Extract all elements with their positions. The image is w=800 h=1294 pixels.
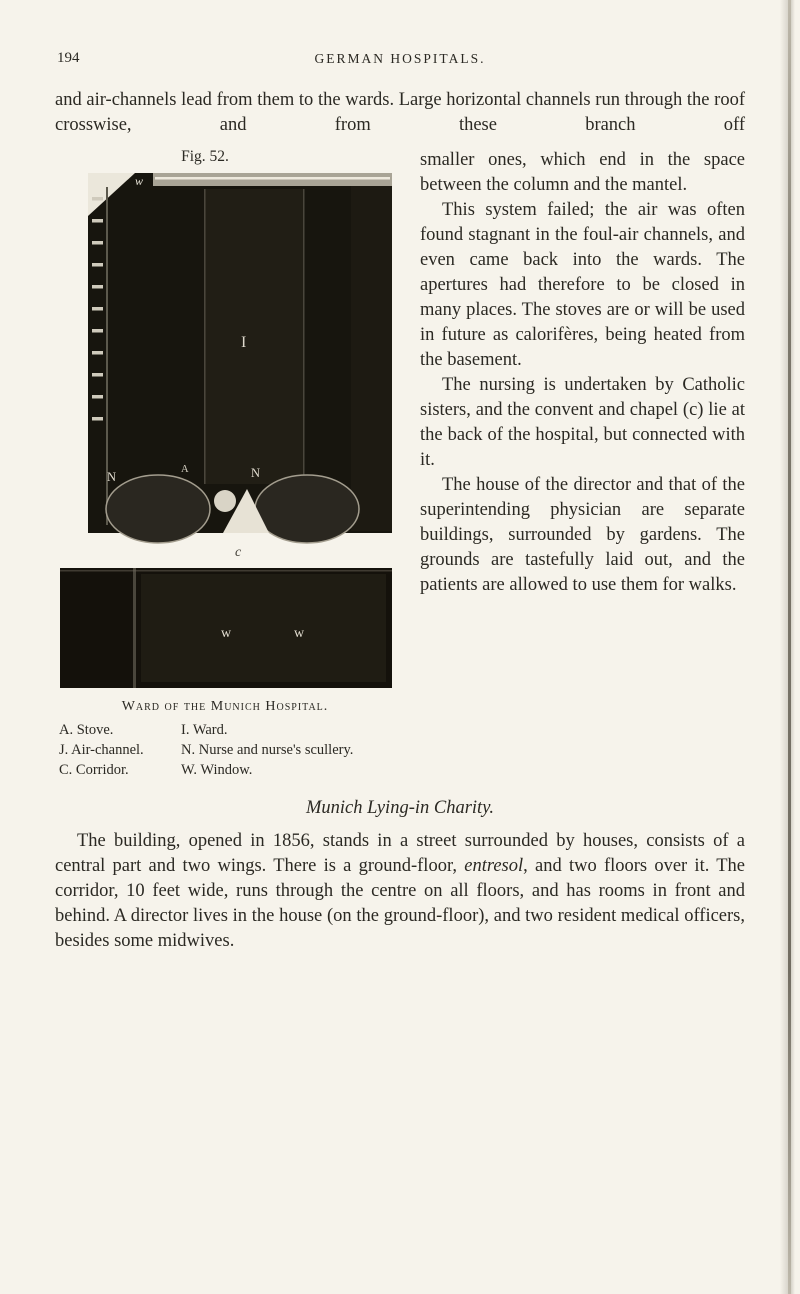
- paragraph-system-failed: This system failed; the air was often fo…: [420, 200, 745, 370]
- window-top-label: w: [135, 174, 143, 188]
- floor-plan-illustration: w: [60, 173, 392, 688]
- window-b-label: w: [294, 626, 305, 641]
- window-a-label: w: [221, 626, 232, 641]
- running-title: GERMAN HOSPITALS.: [314, 51, 486, 66]
- body-text-column: smaller ones, which end in the space bet…: [420, 148, 745, 598]
- final-para-end: , and two floors over it. The corridor, …: [55, 856, 746, 951]
- paragraph-munich-lying-in: The building, opened in 1856, stands in …: [55, 829, 745, 954]
- nurse-right-label: N: [251, 466, 260, 480]
- ward-label: I: [241, 334, 246, 351]
- plan-lower-block: w w: [60, 568, 392, 688]
- final-para-entresol: entresol: [464, 856, 524, 876]
- paragraph-director-house: The house of the director and that of th…: [420, 475, 745, 595]
- window-hatch-marks: [92, 197, 103, 421]
- plan-upper-ward: w: [88, 173, 392, 544]
- paragraph-continuation: smaller ones, which end in the space bet…: [420, 150, 745, 195]
- corridor-label: c: [235, 545, 242, 560]
- page-content: 194 GERMAN HOSPITALS. and air-channels l…: [55, 50, 745, 954]
- page-number: 194: [57, 50, 80, 66]
- figure-caption: Ward of the Munich Hospital.: [121, 699, 329, 714]
- figure-text-row: Fig. 52. w: [55, 148, 745, 780]
- final-para-start: The building, opened in 1856, stands in …: [55, 831, 745, 876]
- stove-shape: [214, 490, 236, 512]
- paragraph-nursing: The nursing is undertaken by Catholic si…: [420, 375, 745, 470]
- figure-52: Fig. 52. w: [55, 148, 400, 780]
- intro-paragraph: and air-channels lead from them to the w…: [55, 90, 745, 135]
- figure-label: Fig. 52.: [181, 148, 229, 165]
- legend-item-ward: I. Ward.: [181, 722, 228, 738]
- stove-label: A: [181, 464, 189, 475]
- nurse-left-label: N: [107, 470, 116, 484]
- running-head: 194 GERMAN HOSPITALS.: [55, 50, 745, 72]
- legend-item-window: W. Window.: [181, 762, 253, 778]
- legend-item-air-channel: J. Air-channel.: [59, 742, 144, 758]
- legend-item-stove: A. Stove.: [59, 722, 114, 738]
- section-heading: Munich Lying-in Charity.: [305, 798, 495, 818]
- legend-item-nurse: N. Nurse and nurse's scullery.: [181, 742, 354, 758]
- air-channel-shape: [223, 489, 269, 533]
- figure-legend: A. Stove. I. Ward. J. Air-channel. N. Nu…: [55, 721, 400, 780]
- legend-item-corridor: C. Corridor.: [59, 762, 129, 778]
